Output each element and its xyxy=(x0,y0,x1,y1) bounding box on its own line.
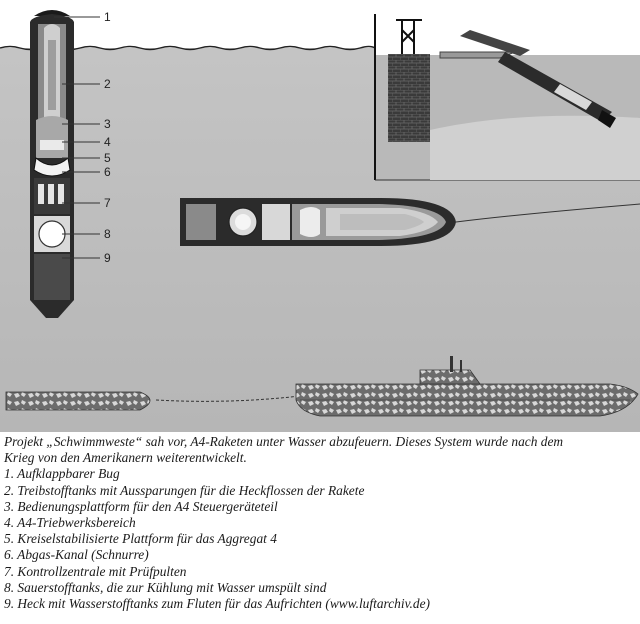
caption-item-6: 6. Abgas-Kanal (Schnurre) xyxy=(4,547,149,563)
caption-item-9: 9. Heck mit Wasserstofftanks zum Fluten … xyxy=(4,596,430,612)
figure-caption: Projekt „Schwimmweste“ sah vor, A4-Raket… xyxy=(4,434,638,612)
tow-line-bottom xyxy=(155,395,301,402)
caption-item-2: 2. Treibstofftanks mit Aussparungen für … xyxy=(4,482,365,498)
callout-8: 8 xyxy=(104,227,111,241)
caption-item-8: 8. Sauerstofftanks, die zur Kühlung mit … xyxy=(4,579,327,595)
quay-wall xyxy=(388,54,430,142)
submarine xyxy=(295,356,639,417)
caption-item-4: 4. A4-Triebwerksbereich xyxy=(4,515,136,531)
callout-3: 3 xyxy=(104,117,111,131)
caption-intro-line-2: Krieg von den Amerikanern weiterentwicke… xyxy=(4,450,247,466)
callout-4: 4 xyxy=(104,135,111,149)
caption-intro-line-1: Projekt „Schwimmweste“ sah vor, A4-Raket… xyxy=(4,434,564,449)
callout-1: 1 xyxy=(104,10,111,24)
caption-item-3: 3. Bedienungsplattform für den A4 Steuer… xyxy=(4,498,278,514)
callout-7: 7 xyxy=(104,196,111,210)
caption-item-7: 7. Kontrollzentrale mit Prüfpulten xyxy=(4,563,187,579)
crane-icon xyxy=(396,19,422,54)
illustration: 1 2 3 4 5 6 7 8 9 xyxy=(0,10,640,432)
callout-9: 9 xyxy=(104,251,111,265)
rocket-being-launched xyxy=(460,30,616,128)
towed-container-bottom xyxy=(5,391,151,411)
caption-item-5: 5. Kreiselstabilisierte Plattform für da… xyxy=(4,531,277,547)
vertical-container-cutaway xyxy=(30,10,74,318)
callout-numbers: 1 2 3 4 5 6 7 8 9 xyxy=(104,10,111,265)
caption-item-1: 1. Aufklappbarer Bug xyxy=(4,466,120,482)
callout-2: 2 xyxy=(104,77,111,91)
callout-5: 5 xyxy=(104,151,111,165)
launch-inset xyxy=(374,14,640,181)
horizontal-container-towed xyxy=(180,198,456,246)
callout-lines xyxy=(54,16,100,259)
callout-6: 6 xyxy=(104,165,111,179)
tow-cable xyxy=(455,203,640,223)
